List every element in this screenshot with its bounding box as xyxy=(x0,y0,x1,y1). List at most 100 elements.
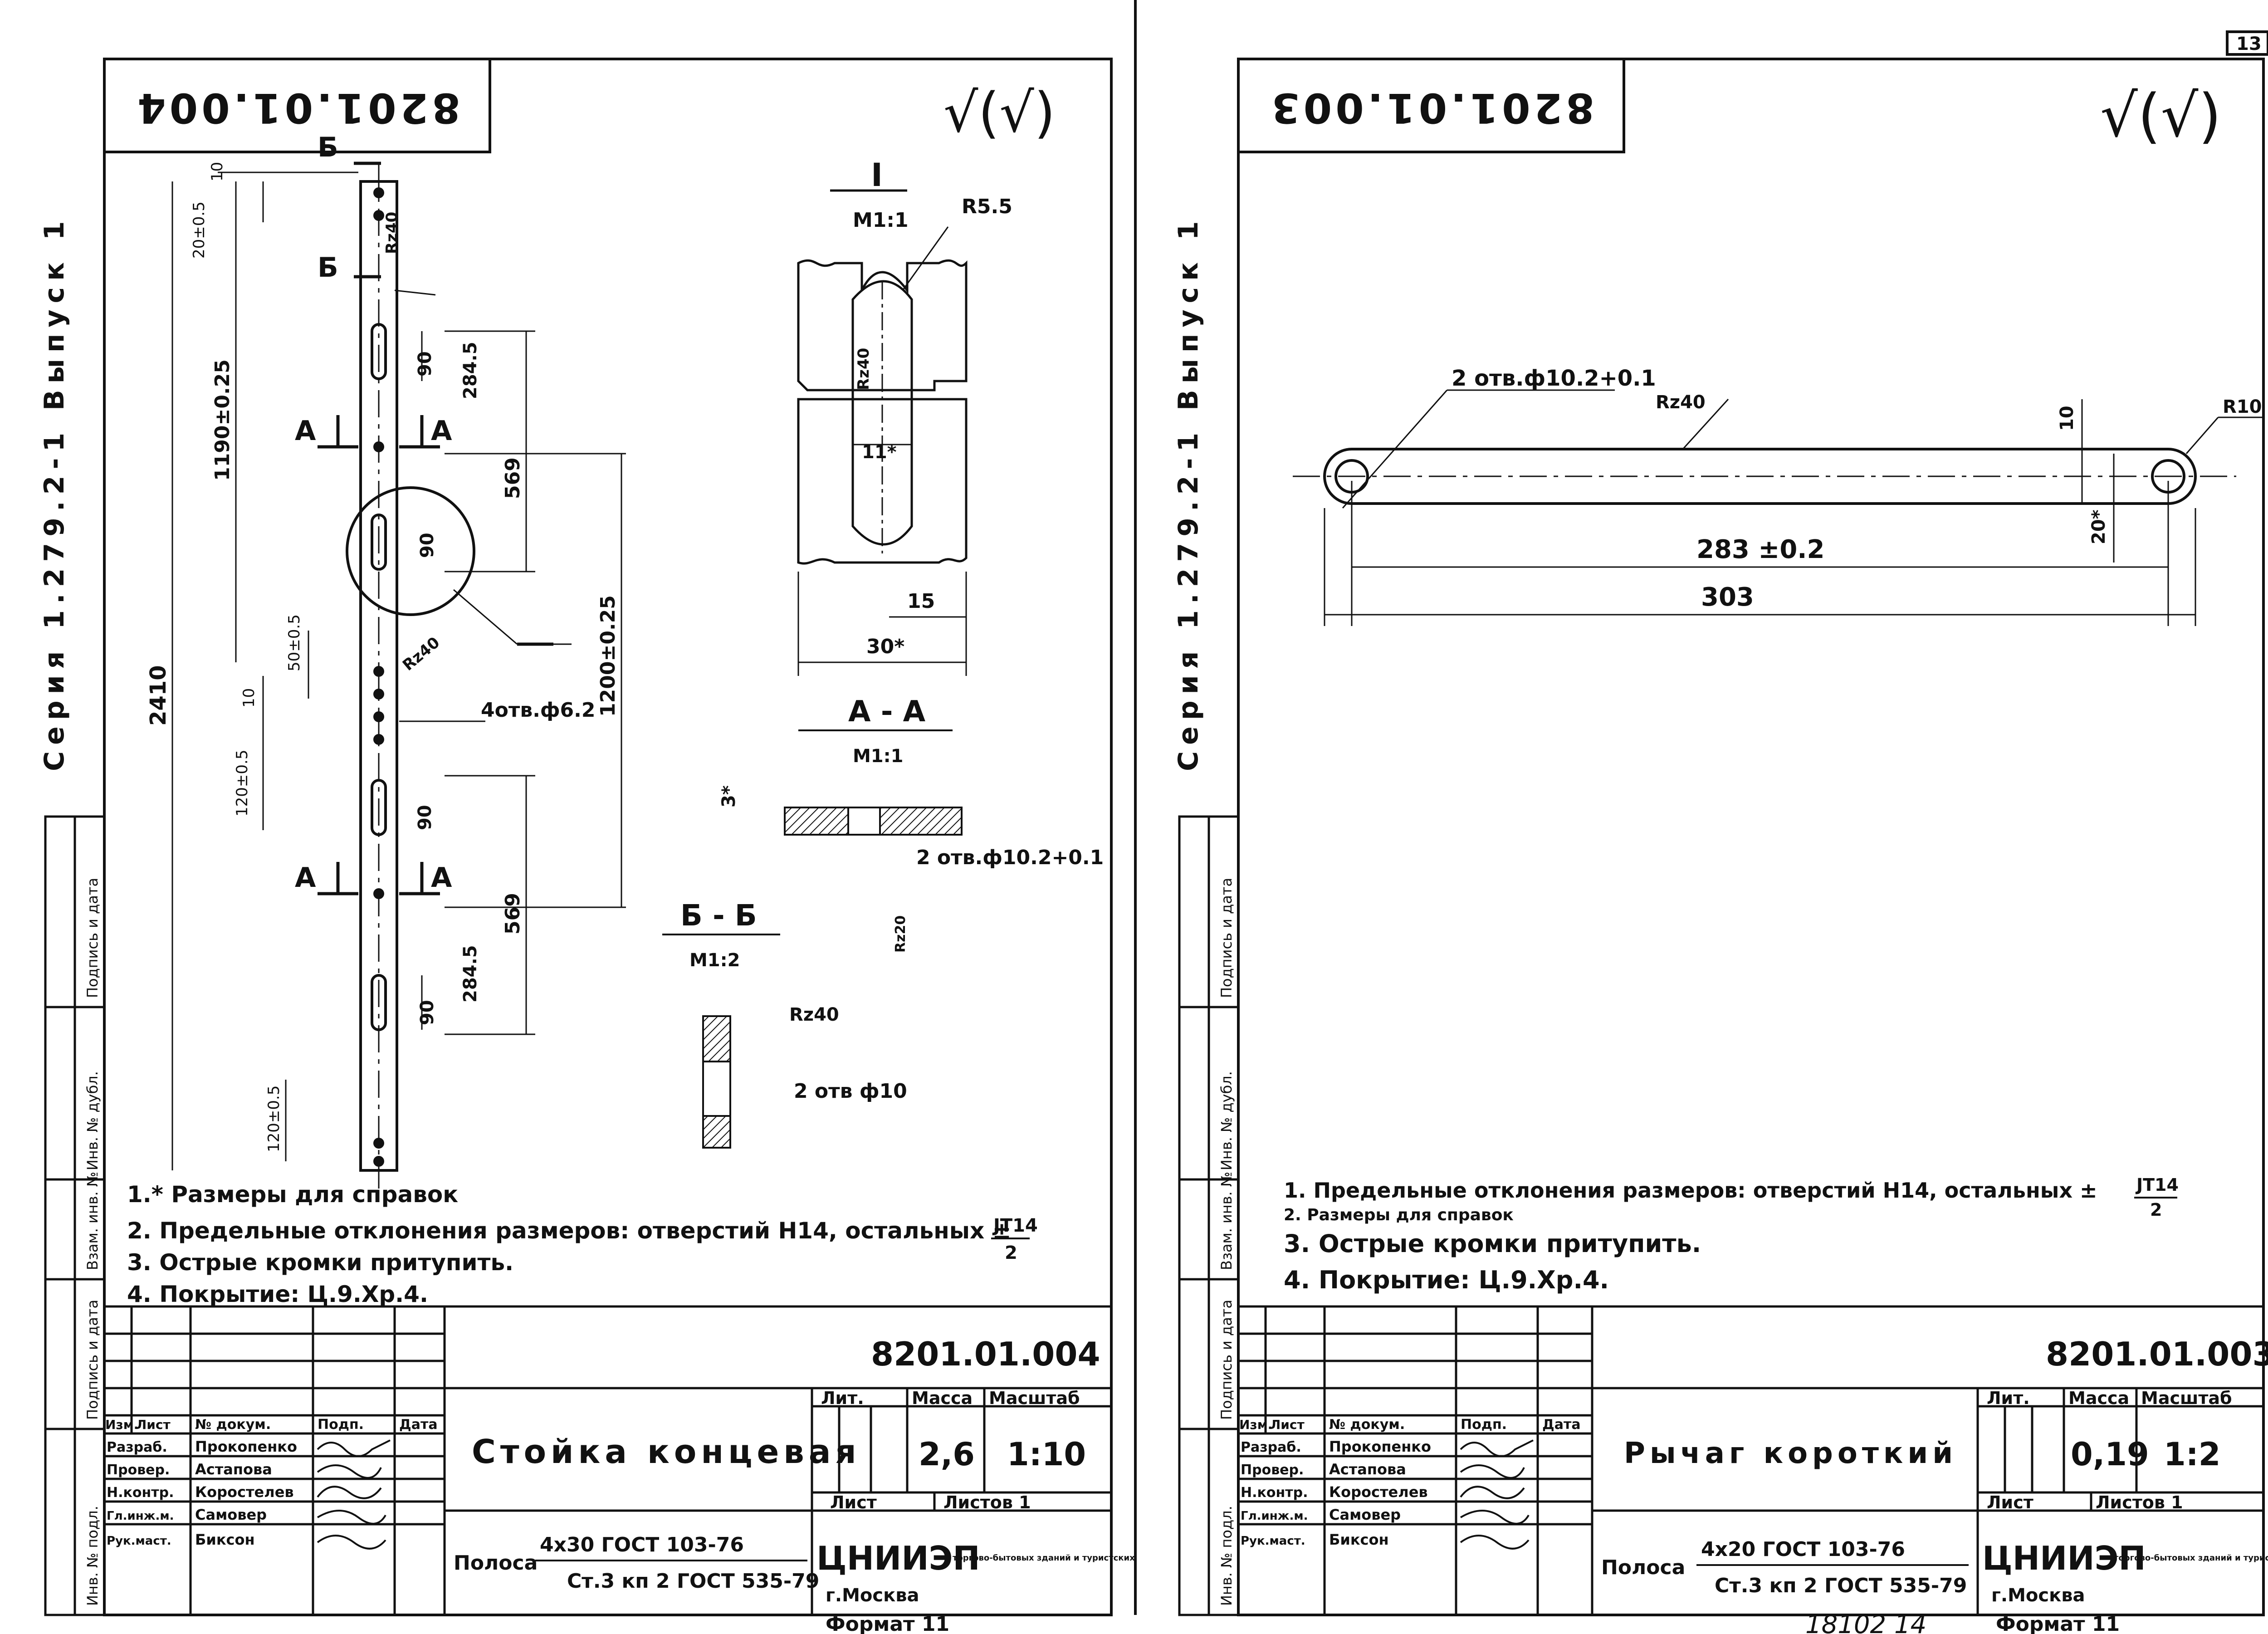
tb-lit: Лит. xyxy=(821,1388,864,1408)
tb-r-material-label: Полоса xyxy=(1601,1556,1685,1579)
tb-r-person-2: Астапова xyxy=(1329,1461,1406,1478)
dim-50: 50±0.5 xyxy=(285,614,303,671)
lever-rz: Rz40 xyxy=(1656,392,1706,413)
roughness-mark: √(√) xyxy=(943,82,1056,145)
secA-top-1: А xyxy=(295,415,316,447)
tb-r-head-5: Дата xyxy=(1542,1417,1581,1433)
tb-role-1: Разраб. xyxy=(107,1439,167,1455)
dim-569b: 569 xyxy=(501,893,524,934)
lever-r10: R10 xyxy=(2223,396,2262,417)
tb-person-4: Самовер xyxy=(195,1506,267,1523)
footer-number: 18102 14 xyxy=(1805,1610,1926,1634)
note-2-frac-den: 2 xyxy=(1005,1243,1017,1263)
tb-head-1: Изм. xyxy=(105,1417,138,1432)
dim-10: 10 xyxy=(208,162,226,181)
detail-15: 15 xyxy=(907,590,935,613)
tb-person-2: Астапова xyxy=(195,1461,272,1478)
dim-1190: 1190±0.25 xyxy=(211,359,234,481)
tb-r-person-4: Самовер xyxy=(1329,1506,1401,1523)
side-col-3: Взам. инв. № xyxy=(84,1172,101,1270)
dim-90d: 90 xyxy=(417,1000,438,1025)
secBB-title: Б - Б xyxy=(680,899,757,933)
tb-r-scale: Масштаб xyxy=(2141,1388,2232,1408)
tb-r-person-1: Прокопенко xyxy=(1329,1438,1431,1455)
lever-holes: 2 отв.ф10.2+0.1 xyxy=(1452,366,1656,391)
signatures-r xyxy=(1460,1439,1534,1550)
tb-r-material-bottom: Ст.3 кп 2 ГОСТ 535-79 xyxy=(1715,1574,1967,1597)
holes-62: 4отв.ф6.2 xyxy=(481,699,596,722)
detail-30: 30* xyxy=(866,635,904,658)
tb-mass: Масса xyxy=(912,1388,973,1408)
tb-sheet: Лист xyxy=(830,1492,877,1512)
roughness-mark-r: √(√) xyxy=(2100,81,2221,150)
note-r1: 1. Предельные отклонения размеров: отвер… xyxy=(1284,1178,2097,1203)
detail-title: I xyxy=(871,157,883,194)
rz40-top: Rz40 xyxy=(383,212,401,254)
side-col-r3: Взам. инв. № xyxy=(1218,1172,1235,1270)
note-r2: 2. Размеры для справок xyxy=(1284,1206,1514,1224)
note-3: 3. Острые кромки притупить. xyxy=(127,1249,513,1276)
tb-r-person-5: Биксон xyxy=(1329,1531,1389,1548)
secA-bot-1: А xyxy=(295,862,316,894)
tb-head-2: Лист xyxy=(136,1417,171,1432)
lever-w20: 20* xyxy=(2088,509,2109,544)
dim-1200: 1200±0.25 xyxy=(596,595,620,717)
detail-scale: M1:1 xyxy=(853,209,909,232)
secAA-holes: 2 отв.ф10.2+0.1 xyxy=(916,846,1104,869)
dim-10b: 10 xyxy=(240,688,258,708)
tb-head-3: № докум. xyxy=(195,1417,271,1433)
secB-top: Б xyxy=(318,132,338,163)
tb-r-head-4: Подп. xyxy=(1461,1417,1507,1433)
left-sheet: Серия 1.279.2-1 Выпуск 1 Инв. № подл. По… xyxy=(39,58,1134,1634)
tb-scale: Масштаб xyxy=(989,1388,1080,1408)
tb-r-org-city: г.Москва xyxy=(1991,1585,2085,1606)
tb-r-sheet: Лист xyxy=(1987,1492,2033,1512)
side-col-5: Подпись и дата xyxy=(84,878,101,998)
lever-303: 303 xyxy=(1701,582,1754,612)
secAA-scale: M1:1 xyxy=(853,746,903,767)
tb-r-material-top: 4х20 ГОСТ 103-76 xyxy=(1701,1538,1905,1561)
tb-material-bottom: Ст.3 кп 2 ГОСТ 535-79 xyxy=(567,1570,819,1593)
secAA-rz: Rz20 xyxy=(893,915,909,953)
sheet-divider xyxy=(1134,0,1137,1615)
tb-r-head-3: № докум. xyxy=(1329,1417,1405,1433)
tb-r-role-2: Провер. xyxy=(1241,1462,1304,1478)
detail-rz: Rz40 xyxy=(855,348,873,390)
signatures xyxy=(317,1439,391,1550)
tb-r-scale-val: 1:2 xyxy=(2164,1436,2220,1473)
side-col-r4: Инв. № дубл. xyxy=(1218,1071,1235,1170)
dim-20: 20±0.5 xyxy=(190,201,208,259)
note-r3: 3. Острые кромки притупить. xyxy=(1284,1229,1701,1258)
dim-2410: 2410 xyxy=(146,665,171,726)
dim-284a: 284.5 xyxy=(460,342,481,399)
tb-head-5: Дата xyxy=(399,1417,438,1433)
dim-120: 120±0.5 xyxy=(233,750,251,817)
tb-org-city: г.Москва xyxy=(826,1585,919,1606)
secB-mid: Б xyxy=(318,252,338,284)
secBB-scale: M1:2 xyxy=(689,950,740,971)
note-4: 4. Покрытие: Ц.9.Хр.4. xyxy=(127,1281,428,1307)
side-series-text: Серия 1.279.2-1 Выпуск 1 xyxy=(39,215,70,771)
dim-90a: 90 xyxy=(415,351,435,377)
page-number: 13 xyxy=(2236,34,2262,54)
tb-role-3: Н.контр. xyxy=(107,1485,174,1501)
tb-name: Стойка концевая xyxy=(472,1433,861,1471)
side-col-r5: Подпись и дата xyxy=(1218,878,1235,998)
tb-r-org: ЦНИИЭП xyxy=(1982,1539,2146,1577)
tb-role-2: Провер. xyxy=(107,1462,170,1478)
right-sheet: 13 Серия 1.279.2-1 Выпуск 1 Инв. № подл.… xyxy=(1139,0,2268,1634)
tb-r-role-1: Разраб. xyxy=(1241,1439,1301,1455)
tb-material-top: 4х30 ГОСТ 103-76 xyxy=(540,1533,744,1556)
tb-r-person-3: Коростелев xyxy=(1329,1483,1428,1501)
tb-person-3: Коростелев xyxy=(195,1483,294,1501)
tb-mass-val: 2,6 xyxy=(919,1436,975,1473)
secA-top-2: А xyxy=(431,415,452,447)
dim-284b: 284.5 xyxy=(460,945,481,1003)
detail-radius: R5.5 xyxy=(962,195,1012,218)
tb-r-format: Формат 11 xyxy=(1996,1613,2120,1634)
code-inverted-r: 8201.01.003 xyxy=(1268,84,1594,132)
side-col-2: Подпись и дата xyxy=(84,1300,101,1420)
side-series-text-r: Серия 1.279.2-1 Выпуск 1 xyxy=(1173,215,1204,771)
secA-bot-2: А xyxy=(431,862,452,894)
code-inverted: 8201.01.004 xyxy=(134,84,460,132)
